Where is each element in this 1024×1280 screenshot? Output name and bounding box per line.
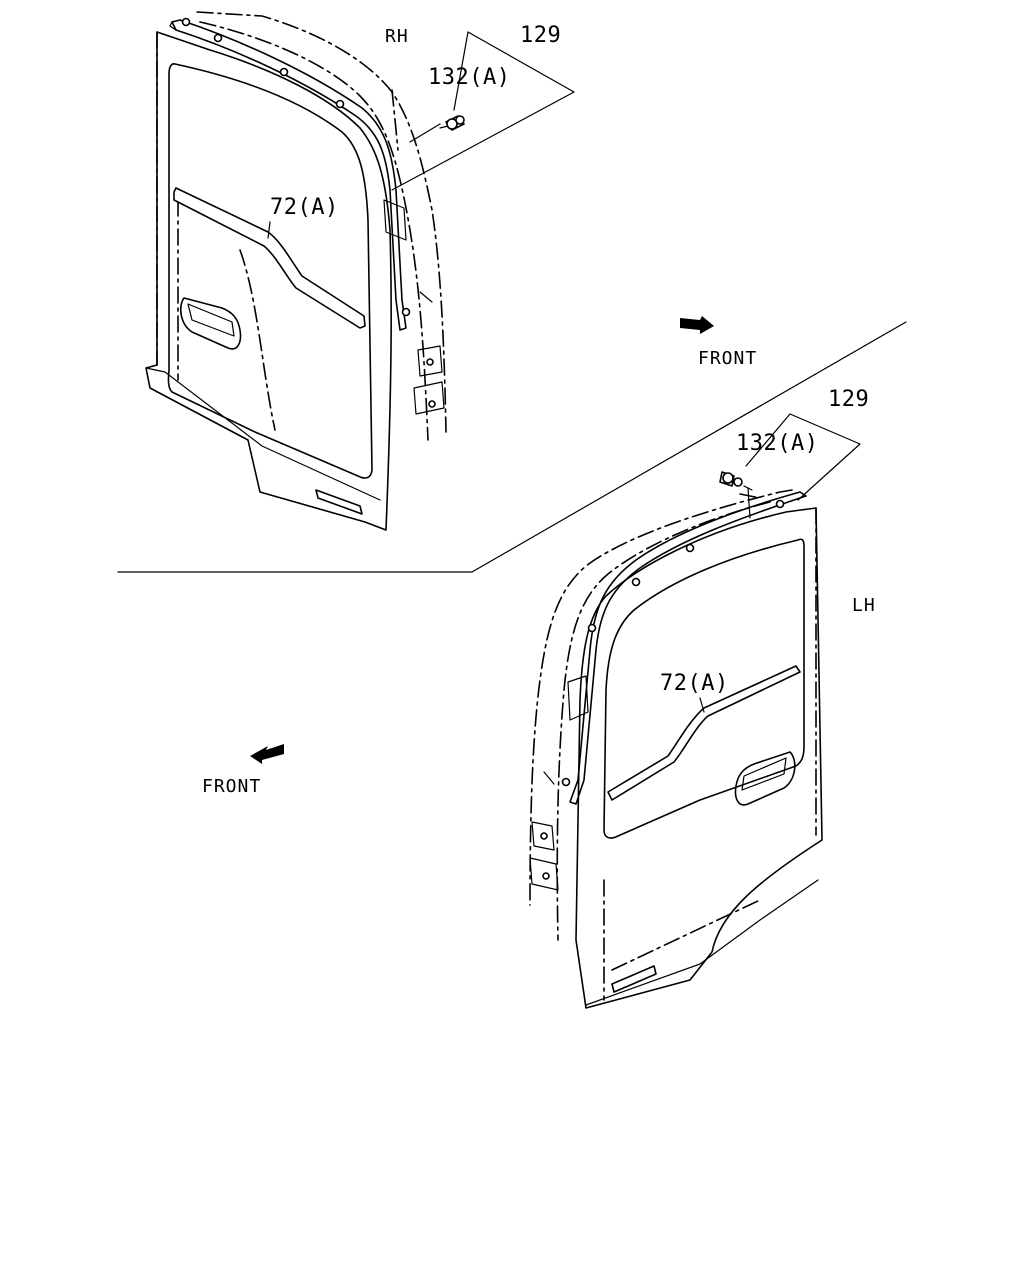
lh-door-view: 129 132(A) LH 72(A) FRONT <box>202 387 876 1009</box>
rh-door-panel <box>145 31 392 531</box>
lh-callout-72a: 72(A) <box>660 671 729 696</box>
rh-callout-bracket-129 <box>391 31 575 191</box>
rh-side-label: RH <box>385 26 409 47</box>
lh-weatherstrip-clips <box>561 499 785 787</box>
rh-front-arrow-icon <box>680 316 714 334</box>
lh-side-label: LH <box>852 595 876 616</box>
lh-front-arrow-icon <box>250 744 284 764</box>
lh-belt-molding-72a <box>607 665 801 801</box>
rh-front-label: FRONT <box>698 348 757 369</box>
lh-callout-132a: 132(A) <box>736 431 818 456</box>
rh-clip-132a <box>439 115 465 131</box>
lh-callout-bracket-129 <box>789 413 861 501</box>
rh-weatherstrip-129 <box>171 19 407 331</box>
lh-hinge <box>529 675 589 891</box>
lh-clip-132a <box>719 471 753 491</box>
lh-callout-129: 129 <box>828 387 869 412</box>
lh-door-panel <box>575 507 823 1009</box>
lh-weatherstrip-129 <box>569 491 807 805</box>
rh-callout-132a: 132(A) <box>428 65 510 90</box>
view-divider <box>117 321 907 573</box>
rh-hinge <box>383 199 445 415</box>
lh-door-handle <box>734 751 796 806</box>
lh-front-label: FRONT <box>202 776 261 797</box>
rh-weatherstrip-clips <box>181 17 411 317</box>
rh-belt-molding-72a <box>173 187 366 329</box>
rh-callout-72a: 72(A) <box>270 195 339 220</box>
rh-door-handle <box>179 297 242 350</box>
rh-door-view: RH 129 132(A) 72(A) FRONT <box>145 11 757 531</box>
rh-callout-129: 129 <box>520 23 561 48</box>
